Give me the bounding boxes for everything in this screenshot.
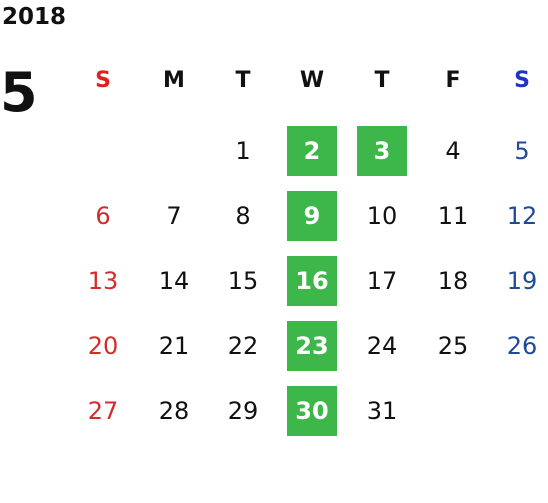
calendar-day-13[interactable]: 13: [87, 267, 119, 295]
weekday-header-fri: F: [445, 68, 461, 93]
calendar-day-31[interactable]: 31: [366, 397, 398, 425]
calendar-day-5[interactable]: 5: [514, 137, 530, 165]
calendar-day-14[interactable]: 14: [158, 267, 190, 295]
calendar-day-29[interactable]: 29: [227, 397, 259, 425]
calendar-day-23[interactable]: 23: [287, 321, 337, 371]
weekday-header-sun: S: [95, 68, 111, 93]
calendar-day-22[interactable]: 22: [227, 332, 259, 360]
weekday-header-mon: M: [163, 68, 185, 93]
calendar-day-25[interactable]: 25: [437, 332, 469, 360]
year-label: 2018: [2, 4, 67, 30]
calendar-day-20[interactable]: 20: [87, 332, 119, 360]
calendar-day-17[interactable]: 17: [366, 267, 398, 295]
weekday-header-sat: S: [514, 68, 530, 93]
calendar-day-6[interactable]: 6: [95, 202, 111, 230]
calendar-day-7[interactable]: 7: [166, 202, 182, 230]
weekday-header-thu: T: [374, 68, 390, 93]
weekday-header-wed: W: [299, 68, 325, 93]
calendar-day-19[interactable]: 19: [506, 267, 538, 295]
calendar-day-11[interactable]: 11: [437, 202, 469, 230]
calendar-day-18[interactable]: 18: [437, 267, 469, 295]
calendar-day-12[interactable]: 12: [506, 202, 538, 230]
weekday-header-tue: T: [235, 68, 251, 93]
calendar-day-16[interactable]: 16: [287, 256, 337, 306]
calendar-day-21[interactable]: 21: [158, 332, 190, 360]
calendar-day-4[interactable]: 4: [445, 137, 461, 165]
calendar-day-2[interactable]: 2: [287, 126, 337, 176]
calendar-day-10[interactable]: 10: [366, 202, 398, 230]
calendar-day-1[interactable]: 1: [235, 137, 251, 165]
calendar-day-27[interactable]: 27: [87, 397, 119, 425]
calendar-day-30[interactable]: 30: [287, 386, 337, 436]
calendar-day-28[interactable]: 28: [158, 397, 190, 425]
calendar-day-8[interactable]: 8: [235, 202, 251, 230]
month-number: 5: [0, 61, 38, 124]
calendar-day-24[interactable]: 24: [366, 332, 398, 360]
calendar-day-26[interactable]: 26: [506, 332, 538, 360]
calendar-day-9[interactable]: 9: [287, 191, 337, 241]
calendar-day-15[interactable]: 15: [227, 267, 259, 295]
calendar-day-3[interactable]: 3: [357, 126, 407, 176]
